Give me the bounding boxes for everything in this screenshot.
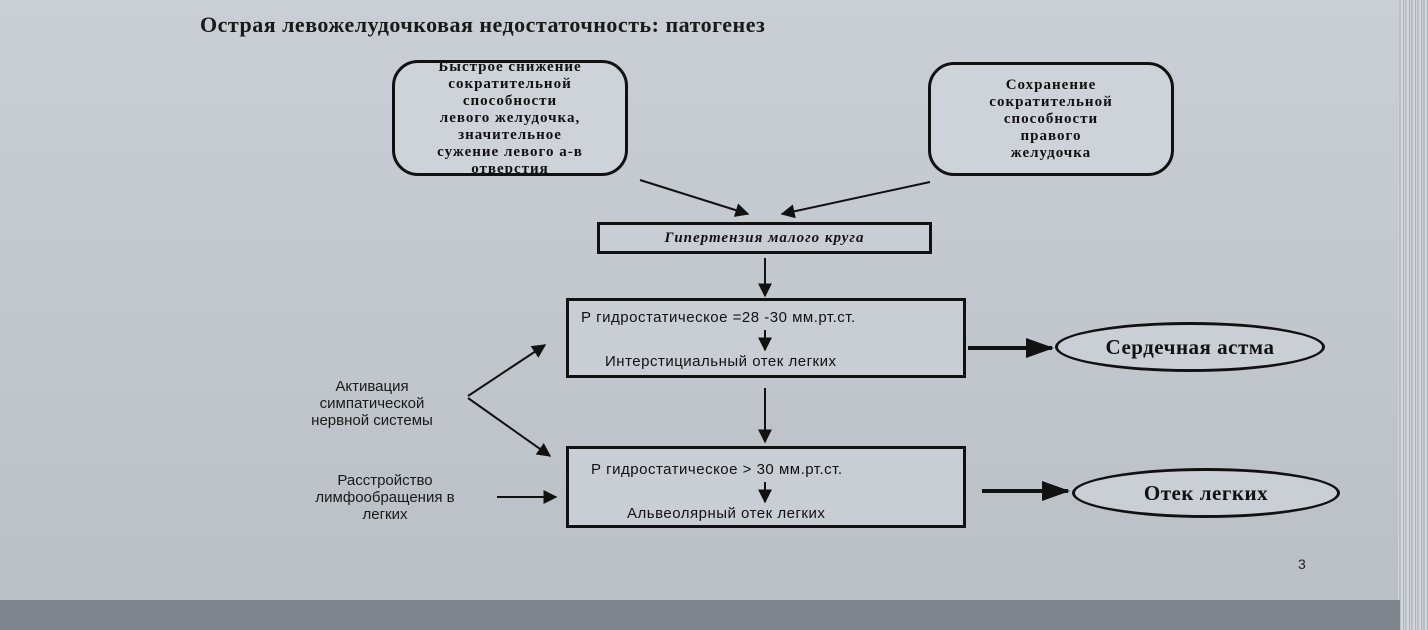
diagram-title: Острая левожелудочковая недостаточность:… xyxy=(200,12,766,37)
page-edge xyxy=(1398,0,1428,630)
node-lymph: Расстройство лимфообращения в легких xyxy=(290,472,480,523)
stage2-result: Альвеолярный отек легких xyxy=(627,505,826,522)
stage2-pressure: Р гидростатическое > 30 мм.рт.ст. xyxy=(591,461,843,478)
node-sympathetic: Активация симпатической нервной системы xyxy=(272,378,472,429)
node-pulm-hypertension: Гипертензия малого круга xyxy=(597,222,932,254)
node-lung-edema: Отек легких xyxy=(1072,468,1340,518)
node-rv-preserved: Сохранение сократительной способности пр… xyxy=(928,62,1174,176)
stage1-result: Интерстициальный отек легких xyxy=(605,353,837,370)
arrow-sympathetic-to-stage2 xyxy=(467,397,552,457)
node-lv-decline-text: Быстрое снижение сократительной способно… xyxy=(437,58,583,177)
node-sympathetic-text: Активация симпатической нервной системы xyxy=(311,378,433,429)
node-stage2: Р гидростатическое > 30 мм.рт.ст. Альвео… xyxy=(566,446,966,528)
arrow-lv-to-hypertension xyxy=(639,179,750,217)
arrow-rv-to-hypertension xyxy=(780,181,931,219)
page-number: 3 xyxy=(1298,556,1306,572)
node-rv-preserved-text: Сохранение сократительной способности пр… xyxy=(989,76,1113,161)
node-cardiac-asthma: Сердечная астма xyxy=(1055,322,1325,372)
node-lv-decline: Быстрое снижение сократительной способно… xyxy=(392,58,628,177)
stage1-pressure: Р гидростатическое =28 -30 мм.рт.ст. xyxy=(581,309,856,326)
node-lymph-text: Расстройство лимфообращения в легких xyxy=(315,472,455,523)
bottom-shadow xyxy=(0,600,1400,630)
arrow-sympathetic-to-stage1 xyxy=(467,344,547,397)
